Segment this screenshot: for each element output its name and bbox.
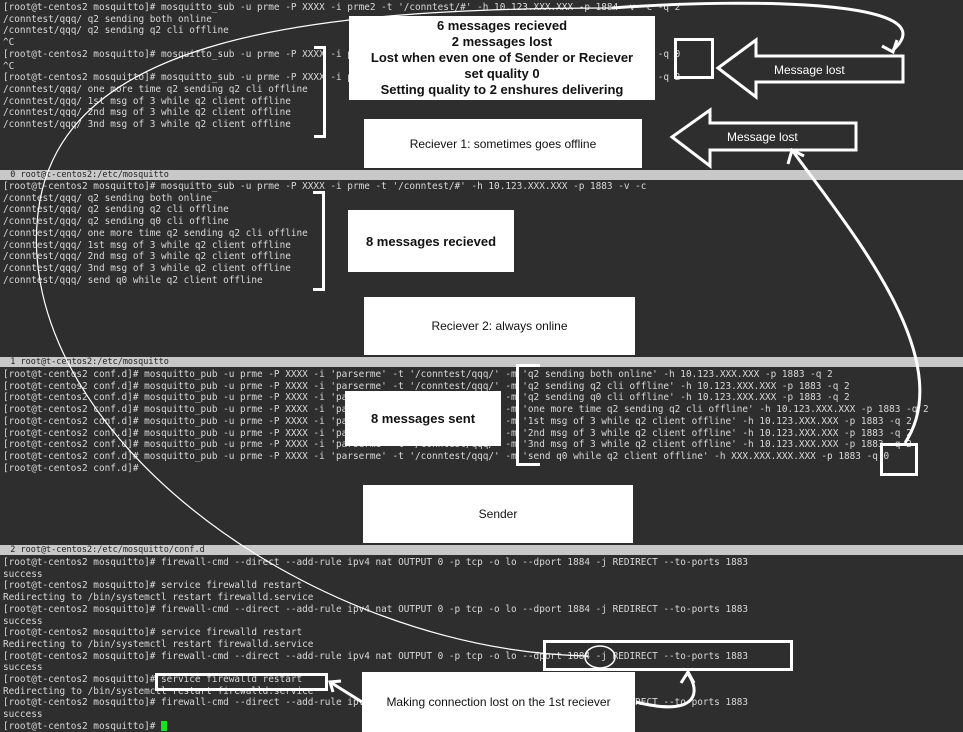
message-lost-label: Message lost [774,63,845,77]
terminal-line: [root@t-centos2 mosquitto]# [3,721,168,732]
terminal-line: /conntest/qqq/ q2 sending q2 cli offline [3,204,229,216]
summary-line: Lost when even one of Sender or Reciever [370,50,634,65]
highlight-q0-receiver [674,38,714,79]
terminal-line: [root@t-centos2 conf.d]# [3,462,139,474]
highlight-q0-sender [880,443,918,476]
terminal-line: /conntest/qqq/ q2 sending both online [3,192,212,204]
message-lost-label: Message lost [727,130,798,144]
terminal-line: Redirecting to /bin/systemctl restart fi… [3,685,314,697]
summary-line: Setting quality to 2 enshures delivering [380,82,624,97]
terminal-line: [root@t-centos2 mosquitto]# mosquitto_su… [3,181,647,192]
connection-curve [635,673,696,709]
terminal-line: success [3,709,43,721]
terminal-line: [root@t-centos2 conf.d]# mosquitto_pub -… [3,369,833,380]
terminal-line: ^C [3,37,15,49]
terminal-line: /conntest/qqq/ q2 sending q0 cli offline [3,216,229,228]
terminal-line: [root@t-centos2 mosquitto]# service fire… [3,674,303,685]
summary-note: 6 messages recieved 2 messages lost Lost… [349,16,655,100]
terminal-line: [root@t-centos2 conf.d]# mosquitto_pub -… [3,450,890,462]
terminal-line: /conntest/qqq/ send q0 while q2 client o… [3,274,263,286]
bracket-receiver-2 [313,191,325,291]
terminal-line: [root@t-centos2 conf.d]# mosquitto_pub -… [3,380,850,392]
arrow-head [786,147,805,165]
connection-curve [329,680,363,704]
terminal-line: /conntest/qqq/ one more time q2 sending … [3,83,308,95]
terminal-line: /conntest/qqq/ 2nd msg of 3 while q2 cli… [3,107,291,119]
sender-note: Sender [363,485,633,543]
highlight-1884-circle [584,645,616,669]
arrow-head [679,669,696,684]
arrow-left-shape [715,37,905,101]
terminal-line: [root@t-centos2 mosquitto]# firewall-cmd… [3,650,749,662]
terminal-line: /conntest/qqq/ 3nd msg of 3 while q2 cli… [3,262,291,274]
receiver-2-count-note: 8 messages recieved [348,210,514,272]
terminal-line: /conntest/qqq/ 2nd msg of 3 while q2 cli… [3,251,291,263]
receiver-2-note: Reciever 2: always online [364,297,635,355]
highlight-dport [543,640,793,671]
summary-line: 6 messages recieved [436,18,568,33]
bracket-sender [516,364,540,466]
terminal-line: /conntest/qqq/ q2 sending both online [3,13,212,25]
terminal-line: /conntest/qqq/ q2 sending q2 cli offline [3,25,229,37]
terminal-line: [root@t-centos2 mosquitto]# mosquitto_su… [3,2,681,13]
connection-lost-note: Making connection lost on the 1st reciev… [362,672,635,732]
receiver-1-note: Reciever 1: sometimes goes offline [364,119,642,168]
bracket-receiver-1 [314,46,326,138]
sender-count-note: 8 messages sent [345,391,501,446]
terminal-line: success [3,662,43,674]
tmux-pane-divider: 1 root@t-centos2:/etc/mosquitto [0,357,963,367]
terminal-line: /conntest/qqq/ 1st msg of 3 while q2 cli… [3,95,291,107]
summary-line: 2 messages lost [451,34,553,49]
terminal-line: success [3,568,43,580]
connection-curve [611,1,905,52]
terminal-line: /conntest/qqq/ 3nd msg of 3 while q2 cli… [3,119,291,130]
terminal-line: [root@t-centos2 mosquitto]# firewall-cmd… [3,603,749,615]
terminal-line: /conntest/qqq/ one more time q2 sending … [3,227,308,239]
terminal-line: /conntest/qqq/ 1st msg of 3 while q2 cli… [3,239,291,251]
terminal-line: ^C [3,60,15,72]
tmux-pane-divider: 2 root@t-centos2:/etc/mosquitto/conf.d [0,545,963,555]
terminal-line: [root@t-centos2 mosquitto]# service fire… [3,580,303,592]
summary-line: set quality 0 [464,66,540,81]
terminal-cursor [161,721,168,732]
arrow-head [881,39,899,55]
arrow-head [328,679,342,693]
connection-curve [35,7,613,657]
connection-curve [790,149,922,444]
terminal-line: [root@t-centos2 mosquitto]# firewall-cmd… [3,557,749,568]
tmux-pane-divider: 0 root@t-centos2:/etc/mosquitto [0,170,963,180]
terminal-line: Redirecting to /bin/systemctl restart fi… [3,592,314,604]
arrow-left-shape [669,107,858,170]
terminal-line: success [3,615,43,627]
highlight-service-restart [155,673,328,691]
terminal-line: [root@t-centos2 mosquitto]# service fire… [3,627,303,639]
terminal-line: Redirecting to /bin/systemctl restart fi… [3,638,314,650]
